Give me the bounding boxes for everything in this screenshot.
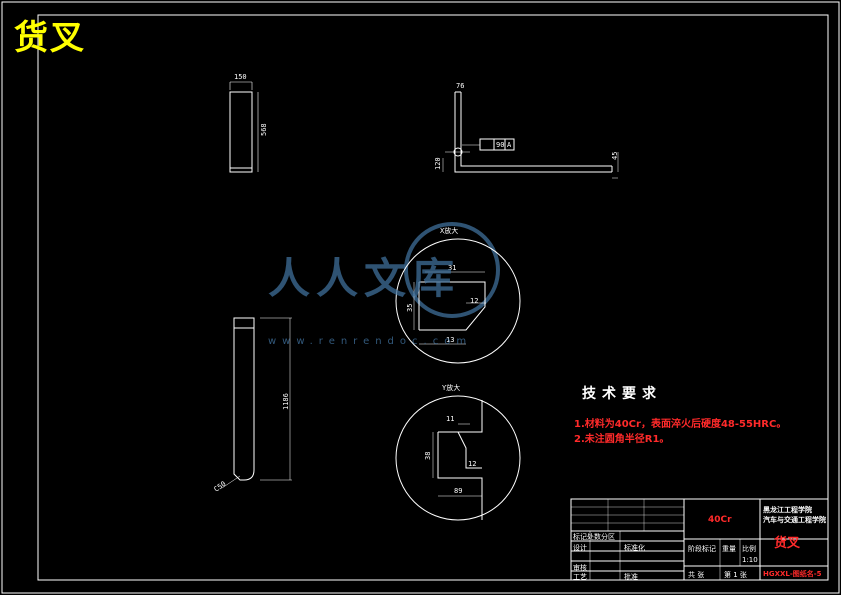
tb-mark-label: 标记处数分区 — [573, 533, 615, 541]
section-x-w2: 12 — [470, 297, 478, 305]
dim-side-datum: A — [507, 141, 512, 149]
tb-ratio-label: 比例 — [742, 545, 756, 553]
tb-approve-label: 批准 — [624, 573, 638, 581]
section-x-w3: 13 — [446, 336, 454, 344]
watermark-circle — [404, 222, 500, 318]
dim-front-length: 1186 — [282, 393, 290, 410]
drawing-title: 货叉 — [14, 18, 86, 58]
dim-front-chamfer: C50 — [213, 480, 228, 494]
section-y — [395, 395, 521, 521]
tb-sheet-of: 第 1 张 — [724, 571, 747, 579]
side-view — [442, 91, 619, 179]
tb-weight-label: 重量 — [722, 545, 736, 553]
tb-scale: 1:10 — [742, 556, 758, 564]
front-view — [221, 317, 292, 489]
watermark-url: www.renrendoc.com — [268, 336, 473, 347]
watermark-text: 人人文库 — [268, 254, 461, 303]
tb-std-label: 标准化 — [624, 544, 645, 552]
top-view — [229, 81, 259, 173]
section-y-h: 38 — [424, 452, 432, 460]
section-x-label: X放大 — [440, 226, 458, 235]
section-y-label: Y放大 — [442, 383, 460, 392]
section-x-h: 35 — [406, 304, 414, 312]
section-x-w1: 31 — [448, 264, 456, 272]
tb-material: 40Cr — [708, 515, 732, 525]
title-block-grid — [570, 498, 829, 581]
tb-design-label: 设计 — [573, 544, 587, 552]
tb-sheet: 共 张 — [688, 571, 705, 579]
dim-side-left: 120 — [434, 157, 442, 170]
section-y-w3: 89 — [454, 487, 462, 495]
dim-side-right: 45 — [611, 152, 619, 160]
section-x — [395, 238, 521, 364]
section-y-w2: 12 — [468, 460, 476, 468]
tech-note-2: 2.未注圆角半径R1。 — [574, 434, 670, 445]
tb-stage-label: 阶段标记 — [688, 545, 716, 553]
dim-top-width: 150 — [234, 73, 247, 81]
dim-side-angle: 90 — [496, 141, 504, 149]
section-y-w1: 11 — [446, 415, 454, 423]
tb-process-label: 工艺 — [573, 573, 587, 581]
tb-part-name: 货叉 — [774, 536, 801, 551]
tb-drawing-no: HGXXL-图纸名-5 — [763, 570, 822, 578]
tb-check-label: 审核 — [573, 564, 587, 572]
tb-school-line1: 黑龙江工程学院 — [763, 506, 812, 514]
dim-top-height: 568 — [260, 123, 268, 136]
dim-side-top: 76 — [456, 82, 464, 90]
tb-school-line2: 汽车与交通工程学院 — [763, 516, 826, 524]
tech-requirements-heading: 技术要求 — [582, 386, 662, 402]
tech-note-1: 1.材料为40Cr，表面淬火后硬度48-55HRC。 — [574, 419, 787, 430]
inner-frame — [37, 14, 829, 581]
